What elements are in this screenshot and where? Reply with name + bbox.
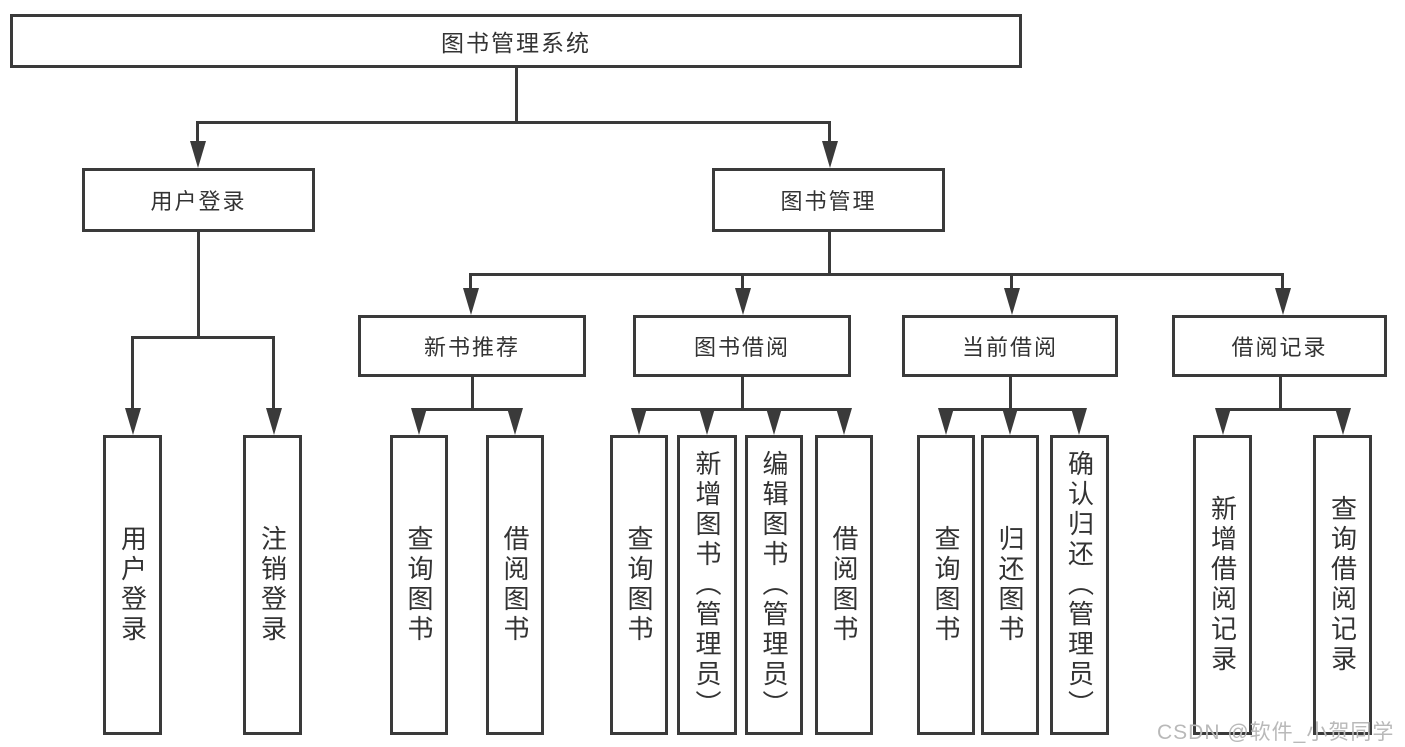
node-new-book-recommend-label: 新书推荐 <box>423 335 520 360</box>
leaf-nb-query-books: 查询图书 <box>390 435 448 735</box>
leaf-bb-borrow-books: 借阅图书 <box>815 435 873 735</box>
connector-current-borrow-stem <box>1009 377 1012 411</box>
node-current-borrow: 当前借阅 <box>902 315 1118 377</box>
connector-root-drop-right <box>828 121 831 145</box>
node-book-management-label: 图书管理 <box>780 189 877 214</box>
arrowhead-borrow-records <box>1275 288 1291 315</box>
connector-user-login-branch <box>131 336 275 339</box>
arrowhead-current-borrow <box>1004 288 1020 315</box>
arrowhead-user-login <box>190 141 206 168</box>
node-book-borrow-label: 图书借阅 <box>693 335 790 360</box>
connector-root-drop-left <box>196 121 199 145</box>
arrowhead-bb-edit <box>766 408 782 435</box>
leaf-nb-query-books-label: 查询图书 <box>404 525 434 645</box>
leaf-bb-query-books-label: 查询图书 <box>624 525 654 645</box>
connector-root-branch <box>196 121 831 124</box>
arrowhead-book-borrow <box>735 288 751 315</box>
arrowhead-bb-add <box>699 408 715 435</box>
leaf-br-add-record: 新增借阅记录 <box>1193 435 1252 735</box>
node-borrow-records: 借阅记录 <box>1172 315 1387 377</box>
connector-new-book-stem <box>471 377 474 411</box>
node-current-borrow-label: 当前借阅 <box>961 335 1058 360</box>
arrowhead-cb-query <box>938 408 954 435</box>
leaf-cb-confirm-return-admin: 确认归还（管理员） <box>1050 435 1109 735</box>
leaf-bb-add-books-admin: 新增图书（管理员） <box>677 435 737 735</box>
node-book-management: 图书管理 <box>712 168 945 232</box>
connector-borrow-records-stem <box>1279 377 1282 411</box>
leaf-bb-borrow-books-label: 借阅图书 <box>829 525 859 645</box>
leaf-cb-confirm-return-admin-label: 确认归还（管理员） <box>1064 450 1095 720</box>
connector-root-stem <box>515 68 518 124</box>
leaf-br-query-record-label: 查询借阅记录 <box>1327 495 1358 675</box>
arrowhead-bb-borrow <box>836 408 852 435</box>
arrowhead-leaf-login <box>125 408 141 435</box>
arrowhead-cb-confirm <box>1071 408 1087 435</box>
node-new-book-recommend: 新书推荐 <box>358 315 586 377</box>
leaf-cb-return-books-label: 归还图书 <box>995 525 1025 645</box>
leaf-nb-borrow-books: 借阅图书 <box>486 435 544 735</box>
leaf-bb-query-books: 查询图书 <box>610 435 668 735</box>
leaf-user-login: 用户登录 <box>103 435 162 735</box>
leaf-cb-query-books: 查询图书 <box>917 435 975 735</box>
csdn-watermark: CSDN @软件_小贺同学 <box>1157 721 1395 744</box>
leaf-logout-label: 注销登录 <box>257 525 288 645</box>
connector-user-login-drop-right <box>272 336 275 412</box>
leaf-bb-add-books-admin-label: 新增图书（管理员） <box>692 450 722 720</box>
node-root-label: 图书管理系统 <box>441 30 591 56</box>
leaf-bb-edit-books-admin-label: 编辑图书（管理员） <box>759 450 789 720</box>
leaf-logout: 注销登录 <box>243 435 302 735</box>
connector-borrow-records-branch <box>1222 408 1344 411</box>
leaf-bb-edit-books-admin: 编辑图书（管理员） <box>745 435 803 735</box>
leaf-nb-borrow-books-label: 借阅图书 <box>500 525 530 645</box>
leaf-br-query-record: 查询借阅记录 <box>1313 435 1372 735</box>
leaf-br-add-record-label: 新增借阅记录 <box>1207 495 1238 675</box>
leaf-cb-return-books: 归还图书 <box>981 435 1039 735</box>
arrowhead-leaf-logout <box>266 408 282 435</box>
connector-book-borrow-stem <box>741 377 744 411</box>
node-user-login-label: 用户登录 <box>150 189 247 214</box>
node-borrow-records-label: 借阅记录 <box>1231 335 1328 360</box>
arrowhead-book-management <box>822 141 838 168</box>
node-user-login: 用户登录 <box>82 168 315 232</box>
leaf-cb-query-books-label: 查询图书 <box>931 525 961 645</box>
connector-user-login-drop-left <box>131 336 134 412</box>
connector-user-login-stem <box>197 232 200 339</box>
node-book-borrow: 图书借阅 <box>633 315 851 377</box>
arrowhead-br-add <box>1215 408 1231 435</box>
connector-drop-current-borrow <box>1010 273 1013 292</box>
connector-drop-book-borrow <box>741 273 744 292</box>
arrowhead-bb-query <box>631 408 647 435</box>
connector-book-borrow-branch <box>638 408 846 411</box>
arrowhead-br-query <box>1335 408 1351 435</box>
arrowhead-new-book-recommend <box>463 288 479 315</box>
arrowhead-nb-query <box>411 408 427 435</box>
arrowhead-nb-borrow <box>507 408 523 435</box>
leaf-user-login-label: 用户登录 <box>117 525 148 645</box>
connector-book-management-branch <box>469 273 1284 276</box>
node-root: 图书管理系统 <box>10 14 1022 68</box>
arrowhead-cb-return <box>1002 408 1018 435</box>
connector-book-management-stem <box>828 232 831 276</box>
connector-drop-new-book <box>469 273 472 292</box>
connector-drop-borrow-records <box>1281 273 1284 292</box>
connector-new-book-branch <box>418 408 517 411</box>
